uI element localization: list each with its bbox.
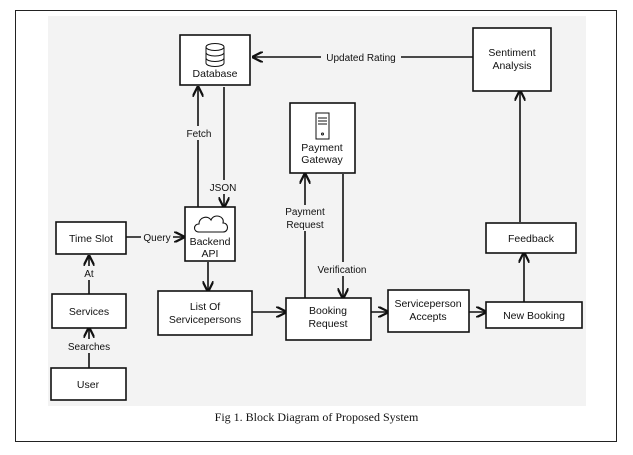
database-icon (205, 43, 225, 67)
cloud-icon (193, 215, 229, 233)
backend-label-1: Backend (190, 236, 231, 248)
node-backend-api (184, 206, 236, 262)
figure-frame (15, 10, 617, 442)
label-verification: Verification (318, 265, 367, 276)
sentiment-label-1: Sentiment (488, 47, 535, 59)
label-payment-request-1: Payment (285, 207, 325, 218)
label-payment-request-2: Request (286, 220, 323, 231)
node-sentiment-analysis (472, 27, 552, 92)
node-booking-request (285, 297, 372, 341)
node-serviceperson-accepts (387, 289, 470, 333)
list-label-1: List Of (190, 301, 220, 313)
label-fetch: Fetch (186, 129, 211, 140)
label-query: Query (143, 233, 170, 244)
label-searches: Searches (68, 342, 110, 353)
booking-label-2: Request (308, 318, 347, 330)
list-label-2: Servicepersons (169, 314, 241, 326)
accepts-label-1: Serviceperson (394, 298, 461, 310)
server-icon (315, 112, 330, 140)
figure-caption: Fig 1. Block Diagram of Proposed System (214, 410, 419, 424)
label-updated-rating: Updated Rating (326, 53, 396, 64)
time-slot-label: Time Slot (69, 233, 113, 245)
node-user (50, 367, 127, 401)
node-list-of-servicepersons (157, 290, 253, 336)
node-time-slot (55, 221, 127, 255)
backend-label-2: API (202, 248, 219, 260)
user-label: User (77, 379, 100, 391)
services-label: Services (69, 306, 109, 318)
accepts-label-2: Accepts (409, 311, 446, 323)
label-at: At (84, 269, 94, 280)
database-label: Database (193, 68, 238, 80)
feedback-label: Feedback (508, 233, 555, 245)
booking-label-1: Booking (309, 305, 347, 317)
new-booking-label: New Booking (503, 310, 565, 322)
payment-label-1: Payment (301, 142, 343, 154)
label-json: JSON (210, 183, 237, 194)
payment-label-2: Gateway (301, 154, 343, 166)
node-services (51, 293, 127, 329)
sentiment-label-2: Analysis (492, 60, 531, 72)
node-feedback (485, 222, 577, 254)
node-new-booking (485, 301, 583, 329)
